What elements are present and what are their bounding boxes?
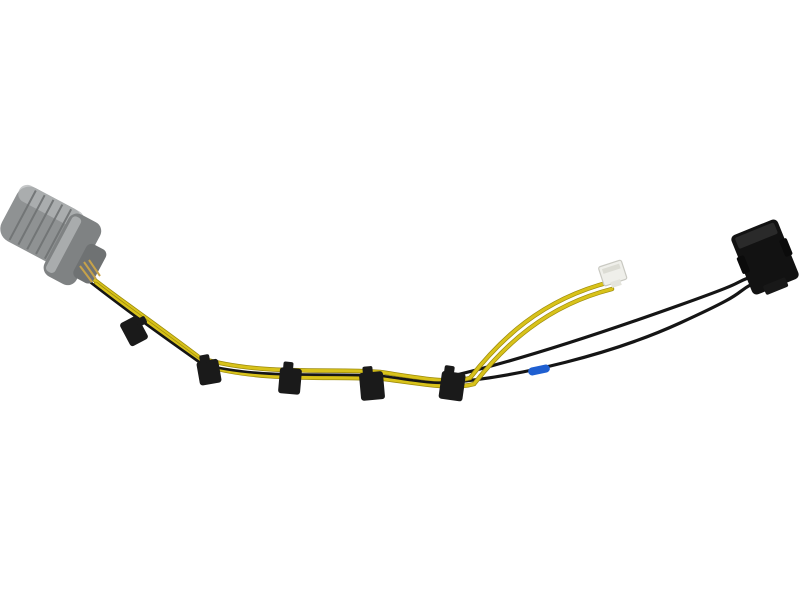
black-wire-1 [450,276,750,378]
cable-tie-4 [359,366,385,401]
connector-pins [79,259,101,283]
black-wire-bundle [450,276,754,384]
yellow-wire-2-highlight [94,282,614,389]
black-wire-2 [453,282,754,384]
cable-ties [120,315,466,402]
round-gray-connector [0,184,107,286]
connector-rear [73,243,107,284]
cable-tie-5 [438,365,466,402]
cable-tie-1 [120,315,148,347]
black-inner-wire [88,280,458,385]
connector-flange [43,213,102,286]
cable-tie-3 [278,361,302,395]
yellow-wire-bundle [88,275,615,389]
black-plug-connector [731,219,799,295]
cable-tie-2 [196,354,222,386]
small-white-connector [598,259,628,288]
blue-sleeve-marker [528,364,550,376]
